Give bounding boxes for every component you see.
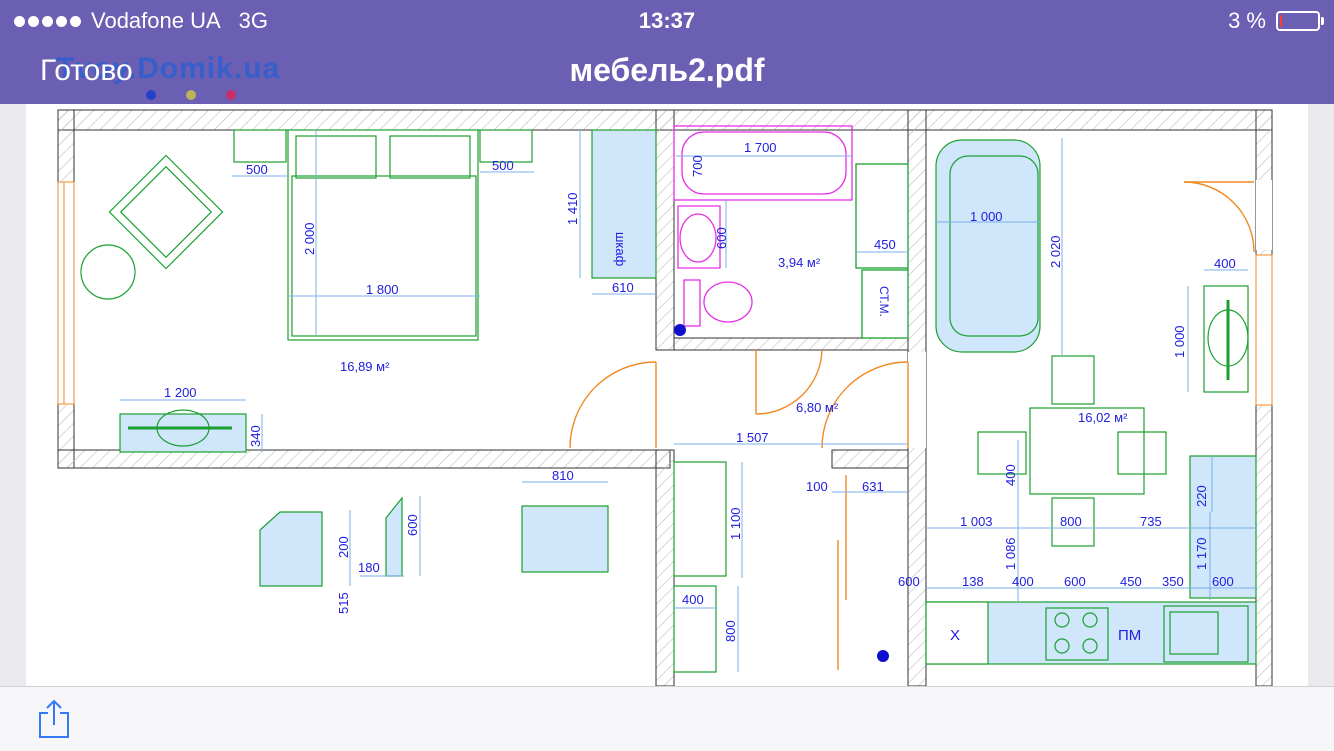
dim-label: 1 100 — [728, 507, 743, 540]
dim-label: 600 — [405, 514, 420, 536]
dim-label: 800 — [1060, 514, 1082, 529]
kitchen-furniture — [925, 139, 1257, 665]
dim-label: 1 003 — [960, 514, 993, 529]
dim-label: 340 — [248, 425, 263, 447]
bedroom-furniture — [80, 129, 657, 453]
dim-label: 735 — [1140, 514, 1162, 529]
dim-label: 700 — [690, 155, 705, 177]
area-bedroom: 16,89 м² — [340, 359, 390, 374]
dim-label: 600 — [1064, 574, 1086, 589]
dim-label: 400 — [1214, 256, 1236, 271]
dim-label: 1 410 — [565, 192, 580, 225]
share-icon[interactable] — [36, 699, 72, 739]
pdf-page[interactable]: 500 500 1 410 2 000 1 800 610 1 200 340 … — [26, 104, 1308, 686]
dim-label: 180 — [358, 560, 380, 575]
doors — [569, 181, 1255, 670]
dimension-labels: 500 500 1 410 2 000 1 800 610 1 200 340 … — [164, 140, 1236, 642]
dim-label: 1 700 — [744, 140, 777, 155]
dim-label: 450 — [874, 237, 896, 252]
dim-label: 600 — [714, 227, 729, 249]
wardrobe-label: шкаф — [613, 232, 628, 267]
stm-label: СТ.М. — [877, 286, 891, 317]
dim-label: 1 800 — [366, 282, 399, 297]
dim-label: 138 — [962, 574, 984, 589]
battery-percent: 3 % — [1228, 8, 1266, 33]
fridge-label: Х — [950, 627, 960, 644]
bottom-toolbar — [0, 686, 1334, 751]
dim-label: 200 — [336, 536, 351, 558]
dim-label: 1 507 — [736, 430, 769, 445]
dim-label: 810 — [552, 468, 574, 483]
floor-plan: 500 500 1 410 2 000 1 800 610 1 200 340 … — [57, 109, 1273, 686]
signal-icon — [14, 15, 81, 27]
document-title: мебель2.pdf — [569, 52, 765, 88]
room-labels: 16,89 м² 3,94 м² 6,80 м² 16,02 м² шкаф С… — [340, 232, 1141, 644]
network-label: 3G — [238, 8, 269, 33]
area-hall: 6,80 м² — [796, 400, 839, 415]
dim-label: 400 — [1012, 574, 1034, 589]
dim-label: 1 200 — [164, 385, 197, 400]
dim-label: 2 000 — [302, 222, 317, 255]
top-bar: Vodafone UA 3G 13:37 3 % Tvoy.Domik.ua Г… — [0, 0, 1334, 104]
dim-label: 450 — [1120, 574, 1142, 589]
dim-label: 800 — [723, 620, 738, 642]
windows — [57, 180, 1273, 448]
dim-label: 610 — [612, 280, 634, 295]
dim-label: 400 — [682, 592, 704, 607]
dim-label: 100 — [806, 479, 828, 494]
dim-label: 631 — [862, 479, 884, 494]
dim-label: 400 — [1003, 464, 1018, 486]
dim-label: 1 000 — [1172, 325, 1187, 358]
dim-label: 500 — [246, 162, 268, 177]
dim-label: 220 — [1194, 485, 1209, 507]
nav-bar: Tvoy.Domik.ua Готово мебель2.pdf — [0, 44, 1334, 100]
area-kitchen: 16,02 м² — [1078, 410, 1128, 425]
dim-label: 1 170 — [1194, 537, 1209, 570]
hall-furniture — [673, 461, 889, 673]
done-button[interactable]: Готово — [40, 54, 133, 87]
area-bathroom: 3,94 м² — [778, 255, 821, 270]
dim-label: 1 086 — [1003, 537, 1018, 570]
battery-icon — [1276, 11, 1324, 31]
bathroom-fixtures — [673, 125, 909, 339]
clock: 13:37 — [638, 8, 696, 33]
dim-label: 1 000 — [970, 209, 1003, 224]
carrier-label: Vodafone UA — [91, 8, 221, 33]
dim-label: 350 — [1162, 574, 1184, 589]
dim-label: 600 — [1212, 574, 1234, 589]
dim-label: 2 020 — [1048, 235, 1063, 268]
status-bar: Vodafone UA 3G 13:37 3 % — [0, 0, 1334, 40]
dim-label: 600 — [898, 574, 920, 589]
loose-furniture — [259, 496, 609, 587]
dim-label: 515 — [336, 592, 351, 614]
pm-label: ПМ — [1118, 627, 1141, 644]
watermark-dots — [146, 90, 236, 100]
dimension-lines — [120, 130, 1256, 672]
dim-label: 500 — [492, 158, 514, 173]
watermark-logo: Tvoy.Domik.ua — [56, 52, 281, 85]
